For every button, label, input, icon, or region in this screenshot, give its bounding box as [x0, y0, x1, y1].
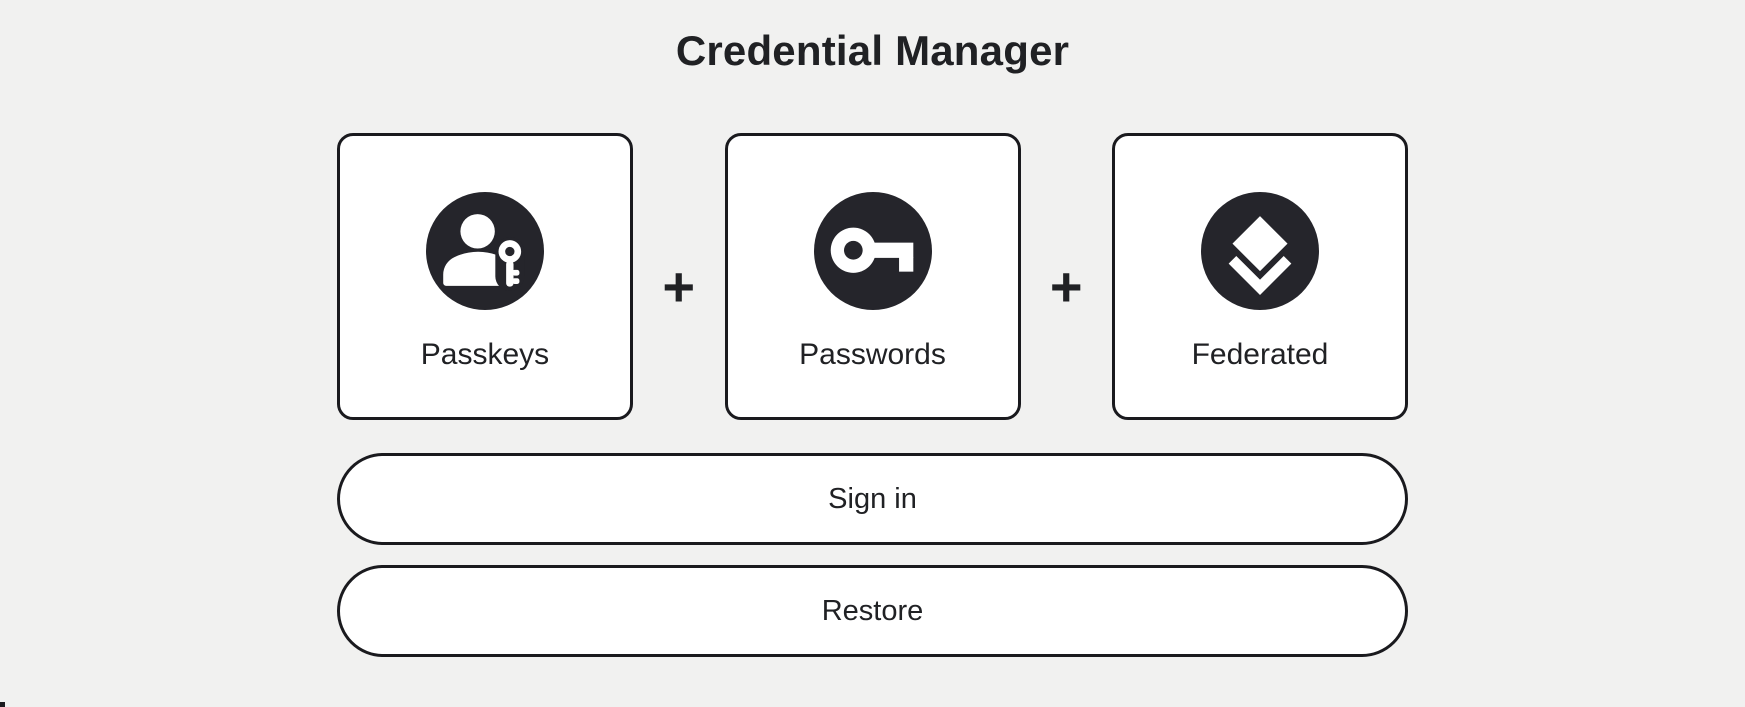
plus-icon: +	[662, 254, 696, 318]
password-key-icon	[813, 192, 932, 310]
plus-separator-1: +	[633, 133, 725, 420]
card-passwords[interactable]: Passwords	[724, 133, 1021, 420]
restore-button[interactable]: Restore	[337, 565, 1408, 657]
page-title: Credential Manager	[675, 27, 1070, 74]
plus-icon: +	[1049, 254, 1083, 318]
credential-cards-row: Passkeys + Passwords +	[337, 133, 1408, 420]
card-label-federated: Federated	[1191, 338, 1329, 371]
federated-layers-icon	[1201, 192, 1319, 310]
sign-in-button[interactable]: Sign in	[337, 453, 1408, 545]
card-label-passwords: Passwords	[799, 338, 946, 371]
card-label-passkeys: Passkeys	[420, 338, 550, 371]
content-stack: Passkeys + Passwords +	[337, 0, 1408, 707]
card-passkeys[interactable]: Passkeys	[337, 133, 633, 420]
card-federated[interactable]: Federated	[1112, 133, 1408, 420]
screen-corner-artifact	[0, 702, 5, 707]
passkey-person-key-icon	[426, 192, 544, 310]
plus-separator-2: +	[1021, 133, 1113, 420]
